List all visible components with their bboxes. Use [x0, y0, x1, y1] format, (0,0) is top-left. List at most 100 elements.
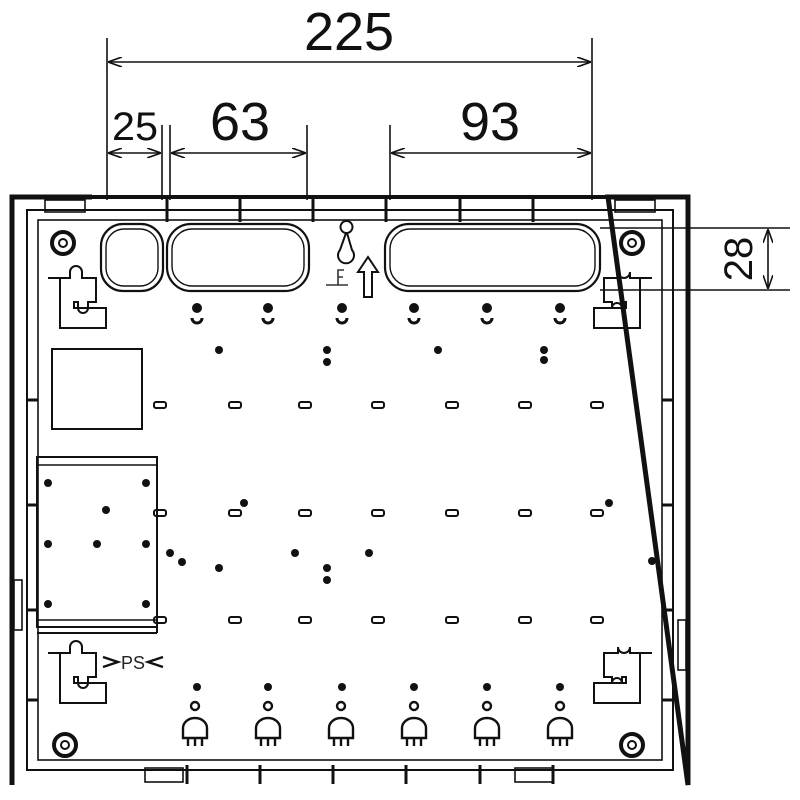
round-hole — [323, 358, 331, 366]
round-hole — [648, 557, 656, 565]
slot-hole — [153, 401, 167, 409]
slot-hole — [590, 401, 604, 409]
square-plate — [51, 348, 143, 430]
slot-hole — [590, 616, 604, 624]
keyhole-slot — [480, 317, 494, 325]
terminal-pins — [478, 738, 496, 746]
slot-hole — [298, 616, 312, 624]
keyhole-slot — [335, 317, 349, 325]
terminal-body — [254, 716, 282, 740]
screw-holes — [50, 230, 645, 758]
slot-hole — [445, 616, 459, 624]
knockout-slot-left — [165, 222, 311, 293]
terminal-pins — [259, 738, 277, 746]
round-hole — [323, 346, 331, 354]
terminal-body — [181, 716, 209, 740]
slot-hole — [518, 616, 532, 624]
terminal-ring — [554, 700, 566, 712]
round-hole — [482, 303, 492, 313]
terminal-icon — [327, 700, 355, 746]
terminal-ring — [335, 700, 347, 712]
screw-hole — [50, 230, 76, 256]
round-hole — [178, 558, 186, 566]
slot-hole — [228, 401, 242, 409]
round-hole — [264, 683, 272, 691]
round-hole — [44, 600, 52, 608]
up-arrow-icon — [356, 255, 380, 298]
dimension-28: 28 — [717, 237, 761, 282]
round-hole — [142, 540, 150, 548]
mounting-holes — [44, 303, 656, 691]
ps-label: PS — [121, 653, 145, 673]
screw-hole-center — [60, 740, 70, 750]
round-hole — [142, 479, 150, 487]
round-hole — [323, 564, 331, 572]
slot-hole — [371, 509, 385, 517]
round-hole — [192, 303, 202, 313]
dimension-25: 25 — [112, 105, 158, 149]
round-hole — [142, 600, 150, 608]
slot-hole — [153, 616, 167, 624]
screw-hole — [619, 732, 645, 758]
round-hole — [434, 346, 442, 354]
round-hole — [44, 479, 52, 487]
slot-hole — [371, 401, 385, 409]
dimension-63: 63 — [210, 92, 270, 152]
round-hole — [93, 540, 101, 548]
dimension-93: 93 — [460, 92, 520, 152]
terminal-pins — [186, 738, 204, 746]
round-hole — [102, 506, 110, 514]
round-hole — [323, 576, 331, 584]
terminal-icon — [254, 700, 282, 746]
clip-bracket — [593, 646, 652, 704]
round-hole — [338, 683, 346, 691]
round-hole — [240, 499, 248, 507]
screw-hole-center — [627, 740, 637, 750]
round-hole — [556, 683, 564, 691]
round-hole — [215, 346, 223, 354]
terminal-pins — [551, 738, 569, 746]
round-hole — [540, 346, 548, 354]
dimension-225: 225 — [304, 2, 394, 62]
clip-bracket — [48, 640, 107, 704]
round-hole — [215, 564, 223, 572]
slot-hole — [371, 616, 385, 624]
round-hole — [263, 303, 273, 313]
knockout-slots — [99, 222, 602, 293]
terminal-body — [400, 716, 428, 740]
mounting-brackets — [48, 265, 652, 704]
knockout-slot-right — [383, 222, 602, 293]
slot-hole — [590, 509, 604, 517]
terminal-ring — [262, 700, 274, 712]
din-plate — [36, 456, 158, 634]
keyhole-icon — [337, 220, 355, 265]
round-hole — [365, 549, 373, 557]
knockout-slot-small — [99, 222, 165, 293]
screw-hole — [52, 732, 78, 758]
slot-hole — [518, 509, 532, 517]
terminal-ring — [408, 700, 420, 712]
slot-hole — [298, 509, 312, 517]
keyhole-slot — [407, 317, 421, 325]
round-hole — [410, 683, 418, 691]
slot-hole — [228, 616, 242, 624]
terminal-icon — [473, 700, 501, 746]
round-hole — [193, 683, 201, 691]
screw-hole — [619, 230, 645, 256]
round-hole — [291, 549, 299, 557]
round-hole — [605, 499, 613, 507]
slot-hole — [518, 401, 532, 409]
keyhole-slot — [261, 317, 275, 325]
round-hole — [44, 540, 52, 548]
slot-hole — [298, 401, 312, 409]
terminal-body — [473, 716, 501, 740]
terminal-body — [327, 716, 355, 740]
terminal-ring — [481, 700, 493, 712]
round-hole — [337, 303, 347, 313]
enclosure-outline — [9, 194, 691, 786]
terminal-pins — [332, 738, 350, 746]
terminal-icon — [400, 700, 428, 746]
slot-hole — [153, 509, 167, 517]
round-hole — [409, 303, 419, 313]
